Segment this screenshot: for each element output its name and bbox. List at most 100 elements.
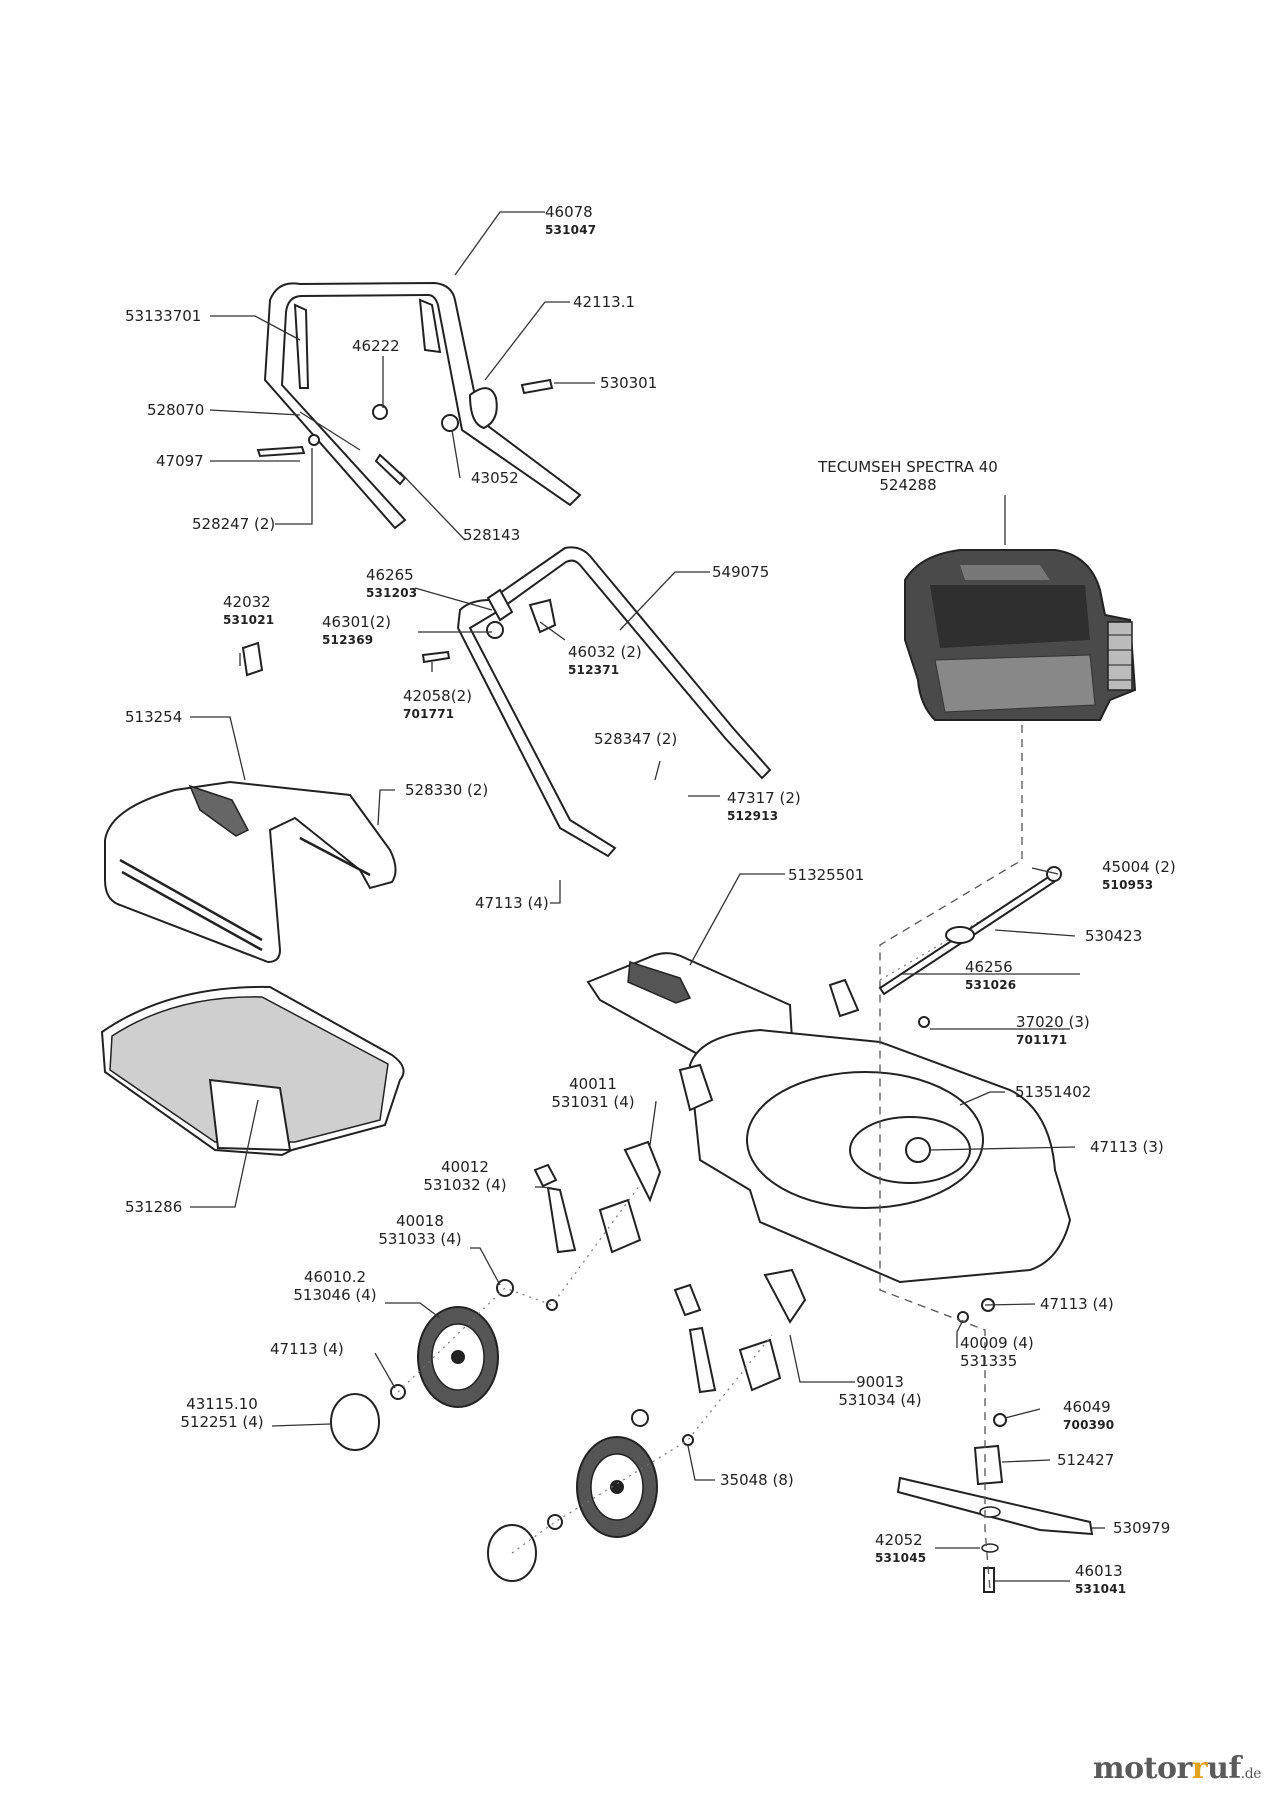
part-number: 51325501: [788, 866, 865, 884]
label-47113-4a: 47113 (4): [475, 894, 549, 912]
label-528247: 528247 (2): [192, 515, 275, 533]
label-512427: 512427: [1057, 1451, 1114, 1469]
part-alt-number: 531047: [545, 223, 597, 237]
part-number: 40018: [396, 1212, 444, 1230]
part-alt-number: 512913: [727, 809, 779, 823]
wheels-drawing: [330, 1279, 995, 1582]
label-46265: 46265 531203: [366, 566, 417, 602]
label-51351402: 51351402: [1015, 1083, 1091, 1101]
rod-nut-drawing: [1046, 866, 1062, 882]
engine-guide-line: [879, 725, 1023, 1591]
part-number: 45004 (2): [1102, 858, 1176, 876]
part-number: 42113.1: [573, 293, 636, 311]
part-alt-number: 531034 (4): [838, 1391, 922, 1409]
label-46049: 46049 700390: [1063, 1398, 1114, 1434]
part-number: 528070: [147, 401, 205, 419]
part-alt-number: 531203: [366, 586, 418, 600]
part-number: 47317 (2): [727, 789, 801, 807]
part-number: 47113 (3): [1090, 1138, 1164, 1156]
label-530301: 530301: [600, 374, 657, 392]
label-47113-4b: 47113 (4): [270, 1340, 344, 1358]
grass-basket-drawing: [100, 985, 405, 1157]
label-40018: 40018 531033 (4): [370, 1212, 470, 1248]
label-engine: TECUMSEH SPECTRA 40 524288: [808, 458, 1008, 494]
part-number: 46049: [1063, 1398, 1111, 1416]
motoruf-logo: motorruf.de: [1093, 1751, 1262, 1786]
part-number: 46078: [545, 203, 593, 221]
part-number: 46256: [965, 958, 1013, 976]
label-90013: 90013 531034 (4): [830, 1373, 930, 1409]
part-number: 512427: [1057, 1451, 1115, 1469]
part-number: 524288: [879, 476, 937, 494]
label-530979: 530979: [1113, 1519, 1170, 1537]
wheel-guide-line-1: [397, 1184, 641, 1393]
part-alt-number: 531032 (4): [423, 1176, 507, 1194]
part-alt-number: 531045: [875, 1551, 927, 1565]
label-47317: 47317 (2) 512913: [727, 789, 801, 825]
part-alt-number: 701771: [403, 707, 455, 721]
label-46078: 46078 531047: [545, 203, 596, 239]
label-528070: 528070: [147, 401, 204, 419]
label-46256: 46256 531026: [965, 958, 1016, 994]
part-number: 47113 (4): [270, 1340, 344, 1358]
part-alt-number: 513046 (4): [293, 1286, 377, 1304]
label-53133701: 53133701: [125, 307, 201, 325]
part-alt-number: 531041: [1075, 1582, 1127, 1596]
label-35048: 35048 (8): [720, 1471, 794, 1489]
label-40011: 40011 531031 (4): [543, 1075, 643, 1111]
part-number: 530301: [600, 374, 658, 392]
label-47113-4c: 47113 (4): [1040, 1295, 1114, 1313]
part-number: 528143: [463, 526, 521, 544]
part-alt-number: 510953: [1102, 878, 1154, 892]
logo-tld: .de: [1240, 1766, 1262, 1782]
part-alt-number: 512369: [322, 633, 374, 647]
part-number: 530423: [1085, 927, 1143, 945]
part-number: 47113 (4): [1040, 1295, 1114, 1313]
engine-name: TECUMSEH SPECTRA 40: [818, 458, 998, 476]
engine-drawing: [904, 549, 1137, 721]
part-number: 40012: [441, 1158, 489, 1176]
part-alt-number: 531026: [965, 978, 1017, 992]
label-530423: 530423: [1085, 927, 1142, 945]
spring-drawing: [945, 926, 975, 944]
label-43052: 43052: [471, 469, 519, 487]
label-40009: 40009 (4) 531335: [960, 1334, 1034, 1370]
part-number: 51351402: [1015, 1083, 1092, 1101]
label-47097: 47097: [156, 452, 204, 470]
part-number: 42058(2): [403, 687, 472, 705]
part-alt-number: 531031 (4): [551, 1093, 635, 1111]
part-alt-number: 701171: [1016, 1033, 1068, 1047]
label-42113-1: 42113.1: [573, 293, 635, 311]
part-number: 46013: [1075, 1562, 1123, 1580]
label-528143: 528143: [463, 526, 520, 544]
blade-assembly-drawing: [896, 1413, 1094, 1593]
part-number: 47097: [156, 452, 204, 470]
leader-lines: [190, 211, 1105, 1582]
part-number: 43115.10: [186, 1395, 258, 1413]
part-number: 46032 (2): [568, 643, 642, 661]
label-42032: 42032 531021: [223, 593, 274, 629]
part-number: 528330 (2): [405, 781, 489, 799]
label-51325501: 51325501: [788, 866, 864, 884]
part-alt-number: 531335: [960, 1352, 1018, 1370]
part-number: 90013: [856, 1373, 904, 1391]
part-number: 530979: [1113, 1519, 1171, 1537]
label-528347: 528347 (2): [594, 730, 677, 748]
part-number: 42032: [223, 593, 271, 611]
part-number: 53133701: [125, 307, 202, 325]
label-37020: 37020 (3) 701171: [1016, 1013, 1090, 1049]
part-number: 528247 (2): [192, 515, 276, 533]
part-number: 43052: [471, 469, 519, 487]
label-43115-10: 43115.10 512251 (4): [172, 1395, 272, 1431]
label-46010-2: 46010.2 513046 (4): [285, 1268, 385, 1304]
logo-text-b: uf: [1207, 1751, 1241, 1786]
part-number: 528347 (2): [594, 730, 678, 748]
part-number: 531286: [125, 1198, 183, 1216]
label-46301: 46301(2) 512369: [322, 613, 391, 649]
label-46222: 46222: [352, 337, 400, 355]
part-number: 513254: [125, 708, 183, 726]
part-number: 37020 (3): [1016, 1013, 1090, 1031]
box-cover-drawing: [104, 780, 397, 964]
lower-handle-drawing: [241, 546, 772, 858]
